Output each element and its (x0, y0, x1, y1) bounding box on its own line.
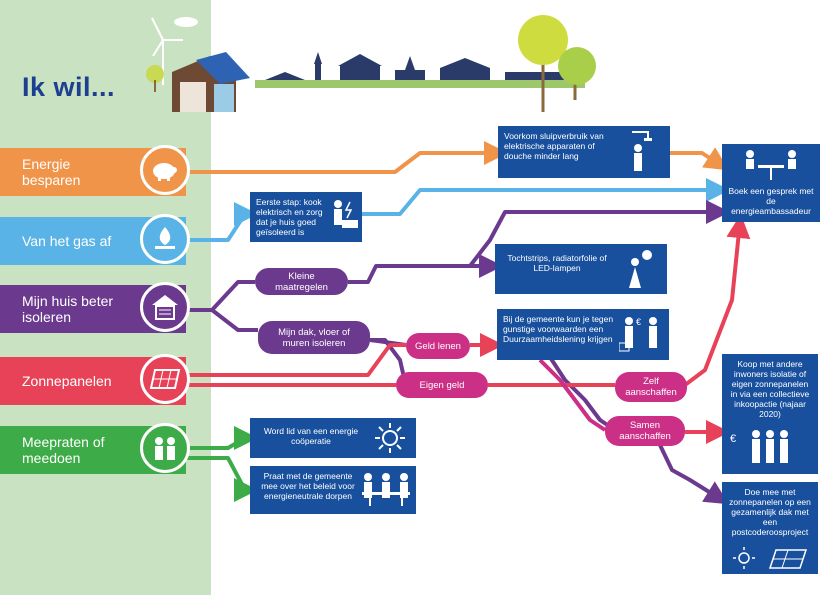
svg-text:€: € (636, 317, 641, 327)
cooking-person-icon (334, 200, 358, 228)
cloud-icon (174, 17, 198, 27)
meeting-group-icon (362, 473, 410, 506)
group-people-icon: € (730, 430, 788, 463)
box-beleid: Praat met de gemeente mee over het belei… (250, 466, 416, 514)
solar-panel-icon (140, 354, 190, 404)
flow-energie (186, 141, 508, 174)
flow-gas (186, 202, 258, 242)
flow-zelf-ambassadeur (683, 214, 751, 387)
lightbulb-person-icon (629, 250, 652, 288)
flow-koken-ambassadeur (362, 178, 730, 216)
loan-people-icon: € (619, 317, 657, 352)
box-koken: Eerste stap: kook elektrisch en zorg dat… (250, 192, 362, 242)
box-cooperatie: Word lid van een energie coöperatie (250, 418, 416, 458)
box-postcoderoos: Doe mee met zonnepanelen op een gezamenl… (722, 482, 818, 574)
box-energieambassadeur: Boek een gesprek met de energieambassade… (722, 144, 820, 222)
people-icon (140, 423, 190, 473)
svg-text:€: € (730, 433, 736, 445)
category-van-het-gas-af: Van het gas af (0, 214, 190, 265)
flow-mee-beleid (186, 456, 258, 502)
tree-icon (146, 65, 164, 92)
flow-zon-lenen (186, 343, 406, 377)
category-label: Mijn huis beter isoleren (22, 293, 114, 325)
piggy-bank-icon (140, 145, 190, 195)
pill-dak-vloer-muren: Mijn dak, vloer of muren isoleren (258, 321, 370, 354)
flow-samen-postcode (658, 444, 729, 505)
category-label: Van het gas af (22, 233, 112, 249)
flow-kleine-tocht (348, 254, 503, 284)
sun-icon (375, 423, 405, 453)
pill-kleine-maatregelen: Kleine maatregelen (255, 268, 348, 295)
sun-solar-panel-icon (733, 547, 808, 569)
pill-eigen-geld: Eigen geld (396, 372, 488, 398)
category-energie-besparen: Energie besparen (0, 145, 190, 196)
pill-samen-aanschaffen: Samen aanschaffen (605, 416, 685, 446)
flow-sluip-ambassadeur (670, 147, 729, 171)
box-sluipverbruik: Voorkom sluipverbruik van elektrische ap… (498, 126, 670, 178)
page-title: Ik wil... (22, 72, 116, 102)
flow-mee-cooperatie (186, 426, 258, 450)
gas-flame-icon (140, 214, 190, 264)
category-label: Energie besparen (22, 156, 81, 188)
meeting-table-icon (746, 150, 796, 180)
house-icon (172, 52, 250, 112)
flow-to-ambassadeur (468, 200, 730, 268)
category-label: Meepraten of meedoen (22, 434, 105, 466)
category-label: Zonnepanelen (22, 373, 112, 389)
flow-isoleren-dak (186, 308, 258, 332)
pill-zelf-aanschaffen: Zelf aanschaffen (615, 372, 687, 402)
tree-icon (518, 15, 596, 112)
flow-lening-samen (540, 343, 617, 432)
village-skyline-icon (255, 52, 585, 88)
box-duurzaamheidslening: Bij de gemeente kun je tegen gunstige vo… (497, 309, 669, 360)
pill-geld-lenen: Geld lenen (406, 333, 470, 359)
house-insulation-icon (140, 282, 190, 332)
box-collectieve-inkoop: Koop met andere inwoners isolatie of eig… (722, 354, 818, 474)
box-tochtstrips: Tochtstrips, radiatorfolie of LED-lampen (495, 244, 667, 294)
category-meepraten-of-meedoen: Meepraten of meedoen (0, 423, 190, 474)
flow-isoleren-kleine (186, 280, 255, 312)
shower-icon (632, 131, 652, 171)
flow-lening-samen-2 (538, 358, 607, 432)
category-zonnepanelen: Zonnepanelen (0, 354, 190, 405)
category-mijn-huis-beter-isoleren: Mijn huis beter isoleren (0, 282, 190, 333)
